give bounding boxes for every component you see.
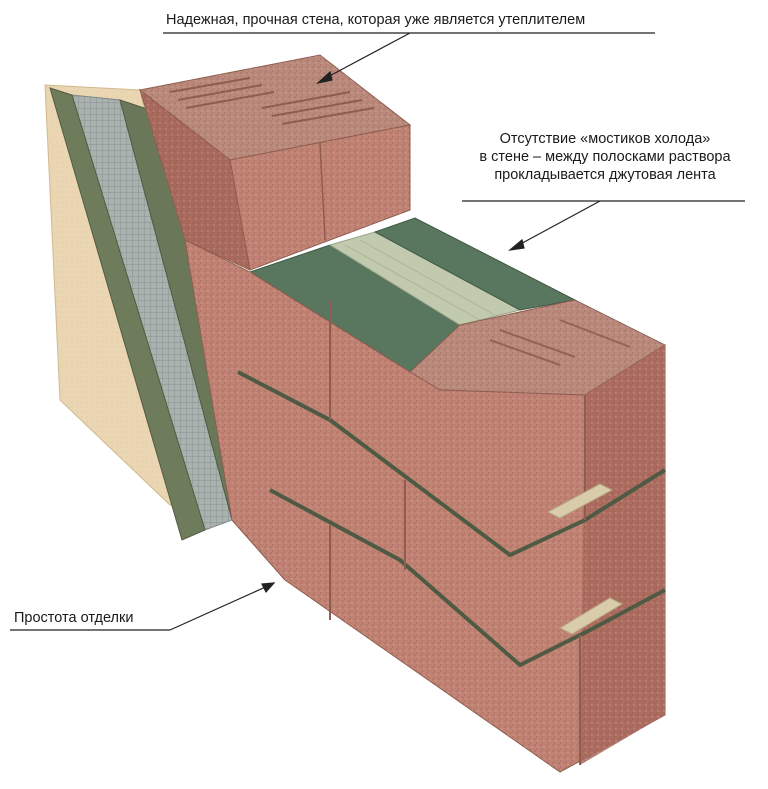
upper-block-row bbox=[138, 54, 412, 271]
mortar-and-jute bbox=[248, 217, 636, 397]
cold-bridge-annotation: Отсутствие «мостиков холода» в стене – м… bbox=[464, 130, 746, 184]
cold-bridge-line-1: Отсутствие «мостиков холода» bbox=[499, 131, 711, 147]
cold-bridge-line-2: в стене – между полосками раствора bbox=[479, 149, 731, 165]
lower-wall-front bbox=[184, 239, 667, 773]
cold-bridge-line-3: прокладывается джутовая лента bbox=[494, 167, 716, 183]
wall-annotation: Надежная, прочная стена, которая уже явл… bbox=[166, 12, 586, 28]
leader-lines bbox=[10, 32, 745, 631]
finish-annotation: Простота отделки bbox=[14, 610, 134, 626]
